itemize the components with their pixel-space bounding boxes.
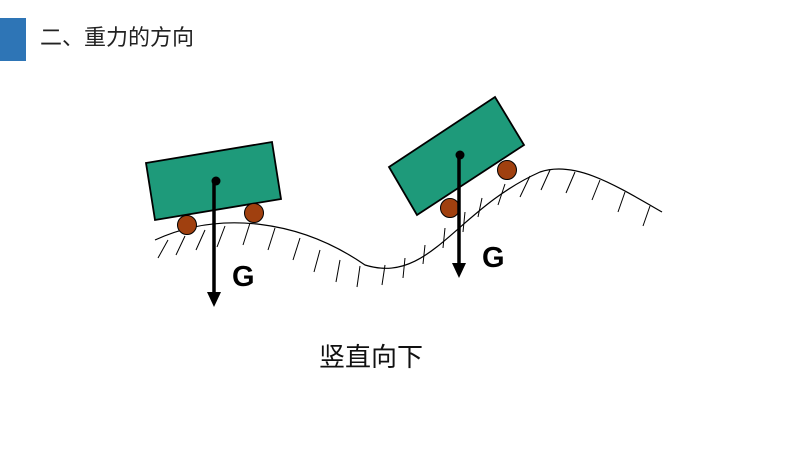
left-gravity-arrowhead [207, 292, 221, 307]
slide-title: 二、重力的方向 [40, 26, 195, 51]
ground-curve [154, 168, 663, 269]
left-force-label: G [232, 261, 255, 293]
right-force-label: G [482, 242, 505, 274]
left-cart-wheel-rear [177, 215, 197, 235]
title-accent-bar [0, 18, 26, 61]
right-cart-wheel-front [497, 160, 517, 180]
ground-hatching [157, 169, 651, 288]
left-cart-wheel-front [244, 203, 264, 223]
right-cart [387, 95, 526, 278]
gravity-direction-caption: 竖直向下 [318, 343, 423, 373]
right-gravity-arrowhead [452, 263, 466, 278]
left-cart [144, 140, 283, 307]
right-cart-wheel-rear [440, 198, 460, 218]
caption-container: 竖直向下 [0, 338, 800, 378]
